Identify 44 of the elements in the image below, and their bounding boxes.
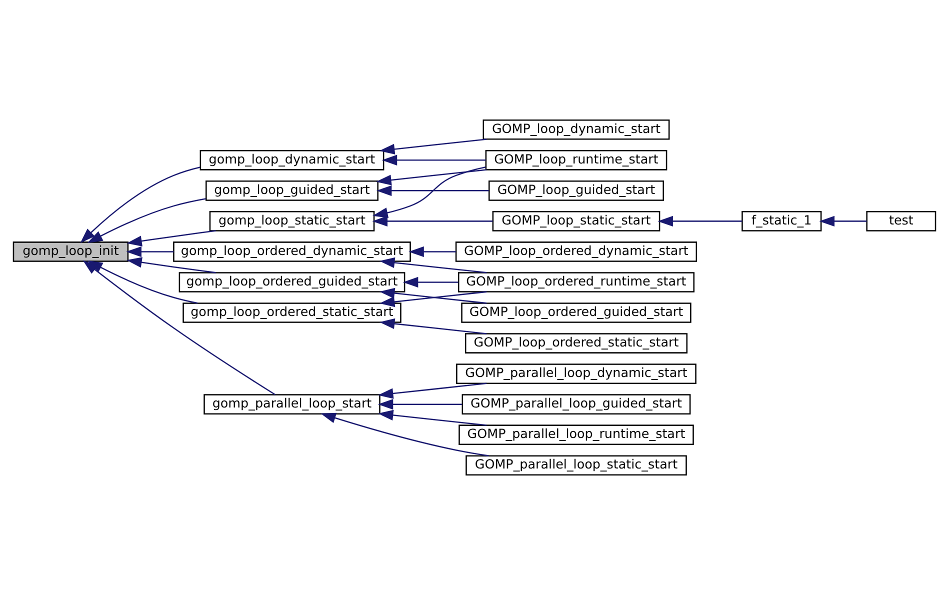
node-box: GOMP_parallel_loop_runtime_start [458,424,694,446]
node-box: gomp_loop_init [12,242,129,262]
arrow [126,230,216,246]
node-box: GOMP_parallel_loop_guided_start [462,394,691,414]
arrow [408,246,456,258]
node-box: GOMP_loop_guided_start [488,180,664,201]
arrow [379,318,487,334]
node-box: GOMP_loop_ordered_static_start [464,333,688,354]
node-box: gomp_loop_ordered_static_start [182,302,402,323]
node-box: gomp_loop_dynamic_start [200,150,384,170]
arrow [379,291,487,308]
arrow [126,246,174,258]
arrow [378,382,487,399]
arrow [379,257,487,274]
arrow [376,185,489,196]
node-box: GOMP_loop_dynamic_start [482,119,670,140]
arrow [379,288,487,304]
arrow [402,276,458,288]
node-box: gomp_loop_guided_start [206,180,378,201]
arrow [372,166,486,218]
arrow [382,154,486,166]
node-box: GOMP_loop_ordered_dynamic_start [455,242,698,262]
node-box: GOMP_loop_ordered_guided_start [461,302,692,323]
arrow [372,216,493,227]
node-box: GOMP_parallel_loop_static_start [466,455,687,476]
node-box: gomp_loop_ordered_dynamic_start [173,242,411,262]
node-box: GOMP_loop_static_start [492,211,660,232]
node-box: gomp_loop_static_start [209,211,375,232]
node-box: GOMP_parallel_loop_dynamic_start [456,364,696,384]
arrow [126,257,216,274]
arrow [658,216,742,227]
node-box: test [866,211,936,232]
arrow [819,216,867,227]
node-box: GOMP_loop_runtime_start [485,150,668,170]
arrow [87,198,206,244]
node-box: f_static_1 [742,211,822,232]
arrow [379,138,487,154]
node-box: gomp_parallel_loop_start [204,394,380,414]
arrow [376,169,487,186]
arrow [378,410,487,426]
node-box: gomp_loop_ordered_guided_start [178,272,406,292]
arrow [378,398,462,410]
arrow [80,166,200,244]
node-box: GOMP_loop_ordered_runtime_start [458,272,695,292]
